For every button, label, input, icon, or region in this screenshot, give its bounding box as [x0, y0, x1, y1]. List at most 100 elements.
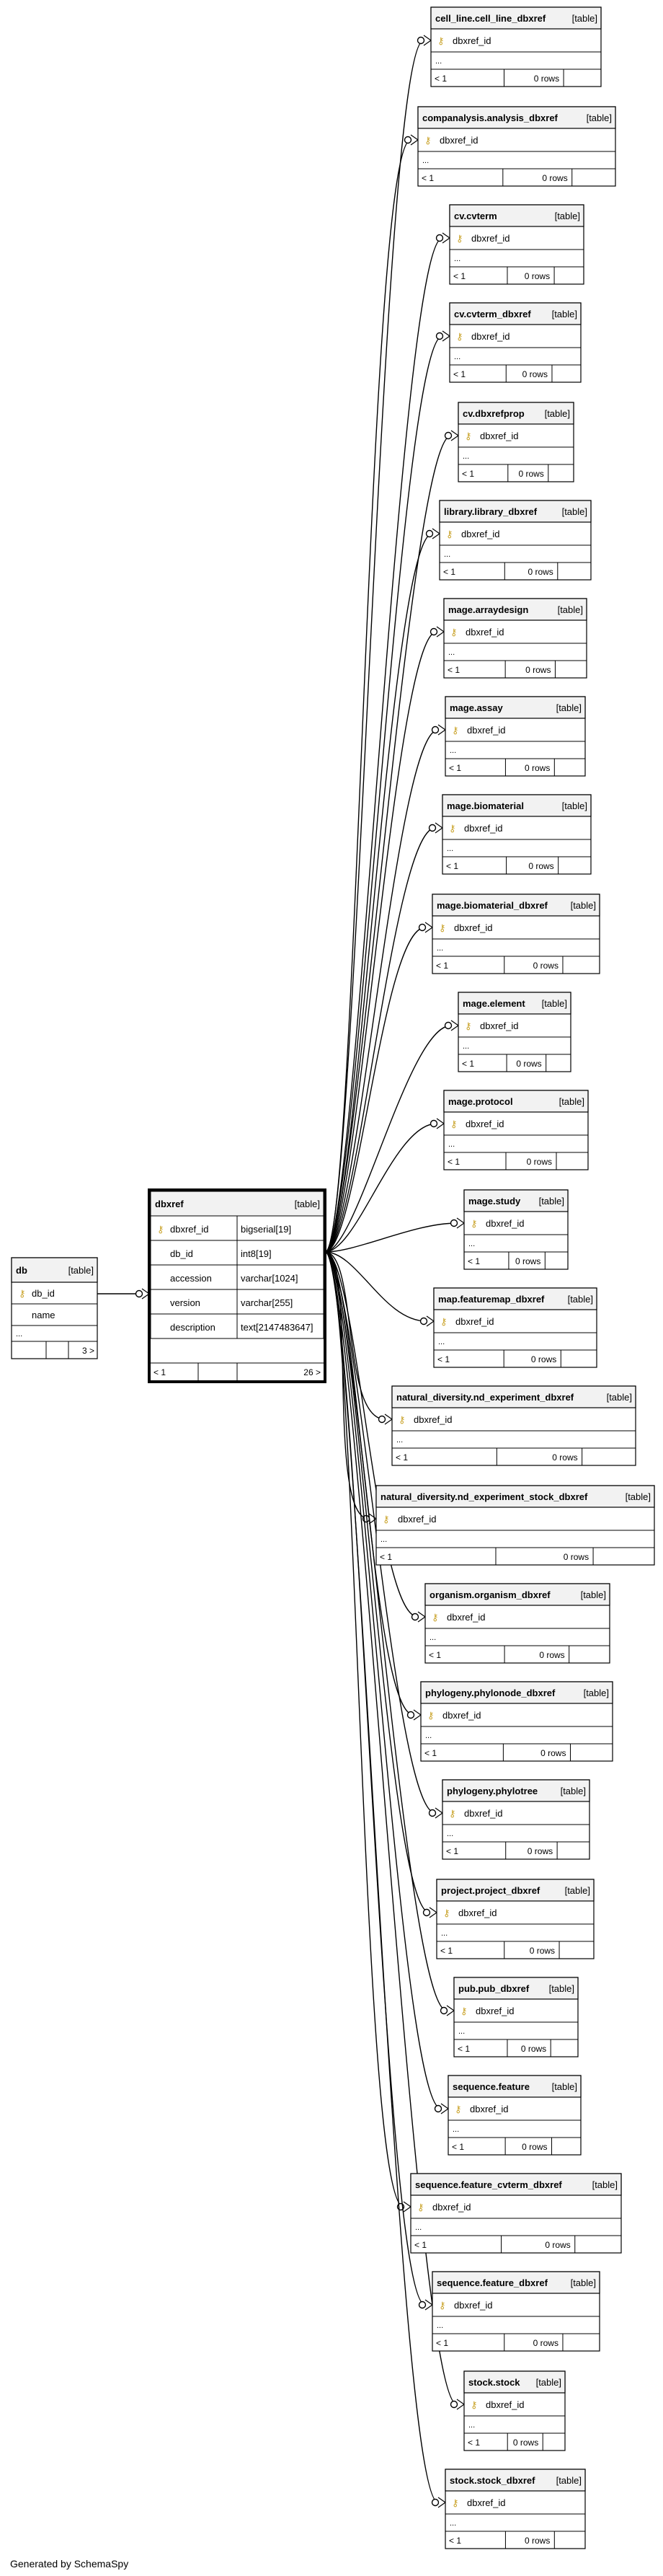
- child-table-name[interactable]: sequence.feature_cvterm_dbxref: [415, 2179, 562, 2190]
- child-column-name: dbxref_id: [440, 135, 478, 146]
- more-columns: ...: [381, 1535, 387, 1544]
- table-type-tag: [table]: [562, 506, 587, 517]
- dbxref-table-name[interactable]: dbxref: [155, 1199, 184, 1209]
- child-table[interactable]: map.featuremap_dbxref[table]⚷dbxref_id..…: [433, 1287, 597, 1368]
- optional-marker: [450, 2400, 458, 2409]
- table-type-tag: [table]: [607, 1392, 632, 1403]
- more-columns: ...: [430, 1633, 436, 1642]
- child-table[interactable]: natural_diversity.nd_experiment_dbxref [t…: [391, 1385, 636, 1466]
- child-column-name: dbxref_id: [466, 627, 504, 638]
- parent-count: < 1: [452, 2142, 464, 2152]
- child-table-name[interactable]: sequence.feature: [453, 2081, 530, 2092]
- child-table-name[interactable]: cv.dbxrefprop: [463, 408, 525, 419]
- child-table[interactable]: phylogeny.phylonode_dbxref[table]⚷dbxref…: [420, 1681, 613, 1762]
- child-table-name[interactable]: pub.pub_dbxref: [458, 1983, 530, 1994]
- child-table-name[interactable]: mage.assay: [450, 702, 503, 713]
- child-table-name[interactable]: mage.protocol: [448, 1096, 513, 1107]
- child-table[interactable]: sequence.feature_dbxref[table]⚷dbxref_id…: [432, 2271, 600, 2352]
- child-count: 26 >: [303, 1367, 321, 1377]
- more-columns: ...: [435, 57, 442, 66]
- child-table-name[interactable]: project.project_dbxref: [441, 1885, 540, 1896]
- db-table[interactable]: db [table] ⚷ db_id name ... 3 >: [11, 1257, 98, 1359]
- child-table-name[interactable]: natural_diversity.nd_experiment_stock_db…: [381, 1491, 588, 1502]
- db-table-name[interactable]: db: [16, 1265, 27, 1276]
- child-table-name[interactable]: library.library_dbxref: [444, 506, 538, 517]
- crowfoot-marker: [423, 35, 432, 41]
- child-column-name: dbxref_id: [486, 2399, 524, 2410]
- table-type-tag: [table]: [626, 1491, 651, 1502]
- parent-count: < 1: [414, 2240, 427, 2250]
- child-column-name: dbxref_id: [398, 1514, 436, 1525]
- relationship-edge: [324, 1251, 386, 1420]
- crowfoot-marker: [410, 139, 419, 146]
- relationship-edge: [324, 1251, 442, 2109]
- crowfoot-marker: [446, 2010, 455, 2016]
- child-table-name[interactable]: mage.biomaterial_dbxref: [437, 900, 548, 911]
- child-table-name[interactable]: cell_line.cell_line_dbxref: [435, 13, 546, 24]
- row-count: 0 rows: [528, 567, 553, 577]
- child-table[interactable]: stock.stock_dbxref[table]⚷dbxref_id...< …: [445, 2469, 586, 2549]
- child-table[interactable]: sequence.feature_cvterm_dbxref[table]⚷db…: [410, 2173, 622, 2254]
- child-table-name[interactable]: mage.element: [463, 998, 525, 1009]
- child-table-name[interactable]: mage.arraydesign: [448, 604, 528, 615]
- row-count: 0 rows: [542, 173, 567, 183]
- child-table-name[interactable]: mage.study: [468, 1196, 521, 1207]
- key-icon: ⚷: [450, 627, 458, 638]
- relationship-edges: [97, 35, 465, 2508]
- child-table-name[interactable]: mage.biomaterial: [447, 800, 524, 811]
- child-table[interactable]: library.library_dbxref[table]⚷dbxref_id.…: [439, 500, 592, 581]
- row-count: 0 rows: [515, 1256, 540, 1266]
- more-columns: ...: [450, 746, 456, 755]
- child-table-name[interactable]: phylogeny.phylotree: [447, 1786, 538, 1796]
- row-count: 0 rows: [525, 763, 550, 773]
- crowfoot-marker: [442, 335, 450, 342]
- child-table-name[interactable]: stock.stock_dbxref: [450, 2475, 535, 2486]
- child-table-name[interactable]: natural_diversity.nd_experiment_dbxref: [396, 1392, 574, 1403]
- crowfoot-marker: [424, 2304, 433, 2311]
- child-table-name[interactable]: phylogeny.phylonode_dbxref: [425, 1688, 556, 1698]
- key-icon: ⚷: [465, 431, 472, 441]
- child-column-name: dbxref_id: [486, 1218, 524, 1229]
- optional-marker: [406, 1711, 415, 1719]
- more-columns: ...: [447, 1830, 453, 1838]
- row-count: 0 rows: [525, 271, 550, 281]
- child-table-name[interactable]: map.featuremap_dbxref: [438, 1294, 545, 1305]
- child-table[interactable]: phylogeny.phylotree[table]⚷dbxref_id...<…: [442, 1779, 590, 1860]
- parent-count: < 1: [458, 2044, 470, 2054]
- child-table-name[interactable]: companalysis.analysis_dbxref: [422, 113, 559, 123]
- child-table-name[interactable]: sequence.feature_dbxref: [437, 2277, 548, 2288]
- child-table[interactable]: cell_line.cell_line_dbxref[table]⚷dbxref…: [430, 6, 602, 87]
- child-table[interactable]: mage.biomaterial_dbxref[table]⚷dbxref_id…: [432, 894, 600, 974]
- child-table[interactable]: project.project_dbxref[table]⚷dbxref_id.…: [436, 1879, 595, 1959]
- child-table[interactable]: organism.organism_dbxref[table]⚷dbxref_i…: [424, 1583, 610, 1664]
- key-icon: ⚷: [432, 1612, 439, 1623]
- child-table[interactable]: natural_diversity.nd_experiment_stock_db…: [375, 1485, 655, 1566]
- key-icon: ⚷: [452, 725, 459, 736]
- key-icon: ⚷: [452, 2497, 459, 2508]
- child-table-name[interactable]: cv.cvterm: [454, 211, 497, 221]
- child-column-name: dbxref_id: [471, 233, 510, 244]
- child-table-name[interactable]: stock.stock: [468, 2377, 520, 2388]
- crowfoot-marker: [432, 528, 440, 534]
- relationship-edge: [324, 1251, 370, 1519]
- parent-count: < 1: [448, 1157, 460, 1167]
- child-table-name[interactable]: cv.cvterm_dbxref: [454, 309, 531, 319]
- more-columns: ...: [468, 2421, 475, 2430]
- child-table-name[interactable]: organism.organism_dbxref: [430, 1589, 551, 1600]
- child-table[interactable]: companalysis.analysis_dbxref[table]⚷dbxr…: [417, 106, 616, 187]
- row-count: 0 rows: [528, 1846, 553, 1856]
- key-icon: ⚷: [440, 1316, 448, 1327]
